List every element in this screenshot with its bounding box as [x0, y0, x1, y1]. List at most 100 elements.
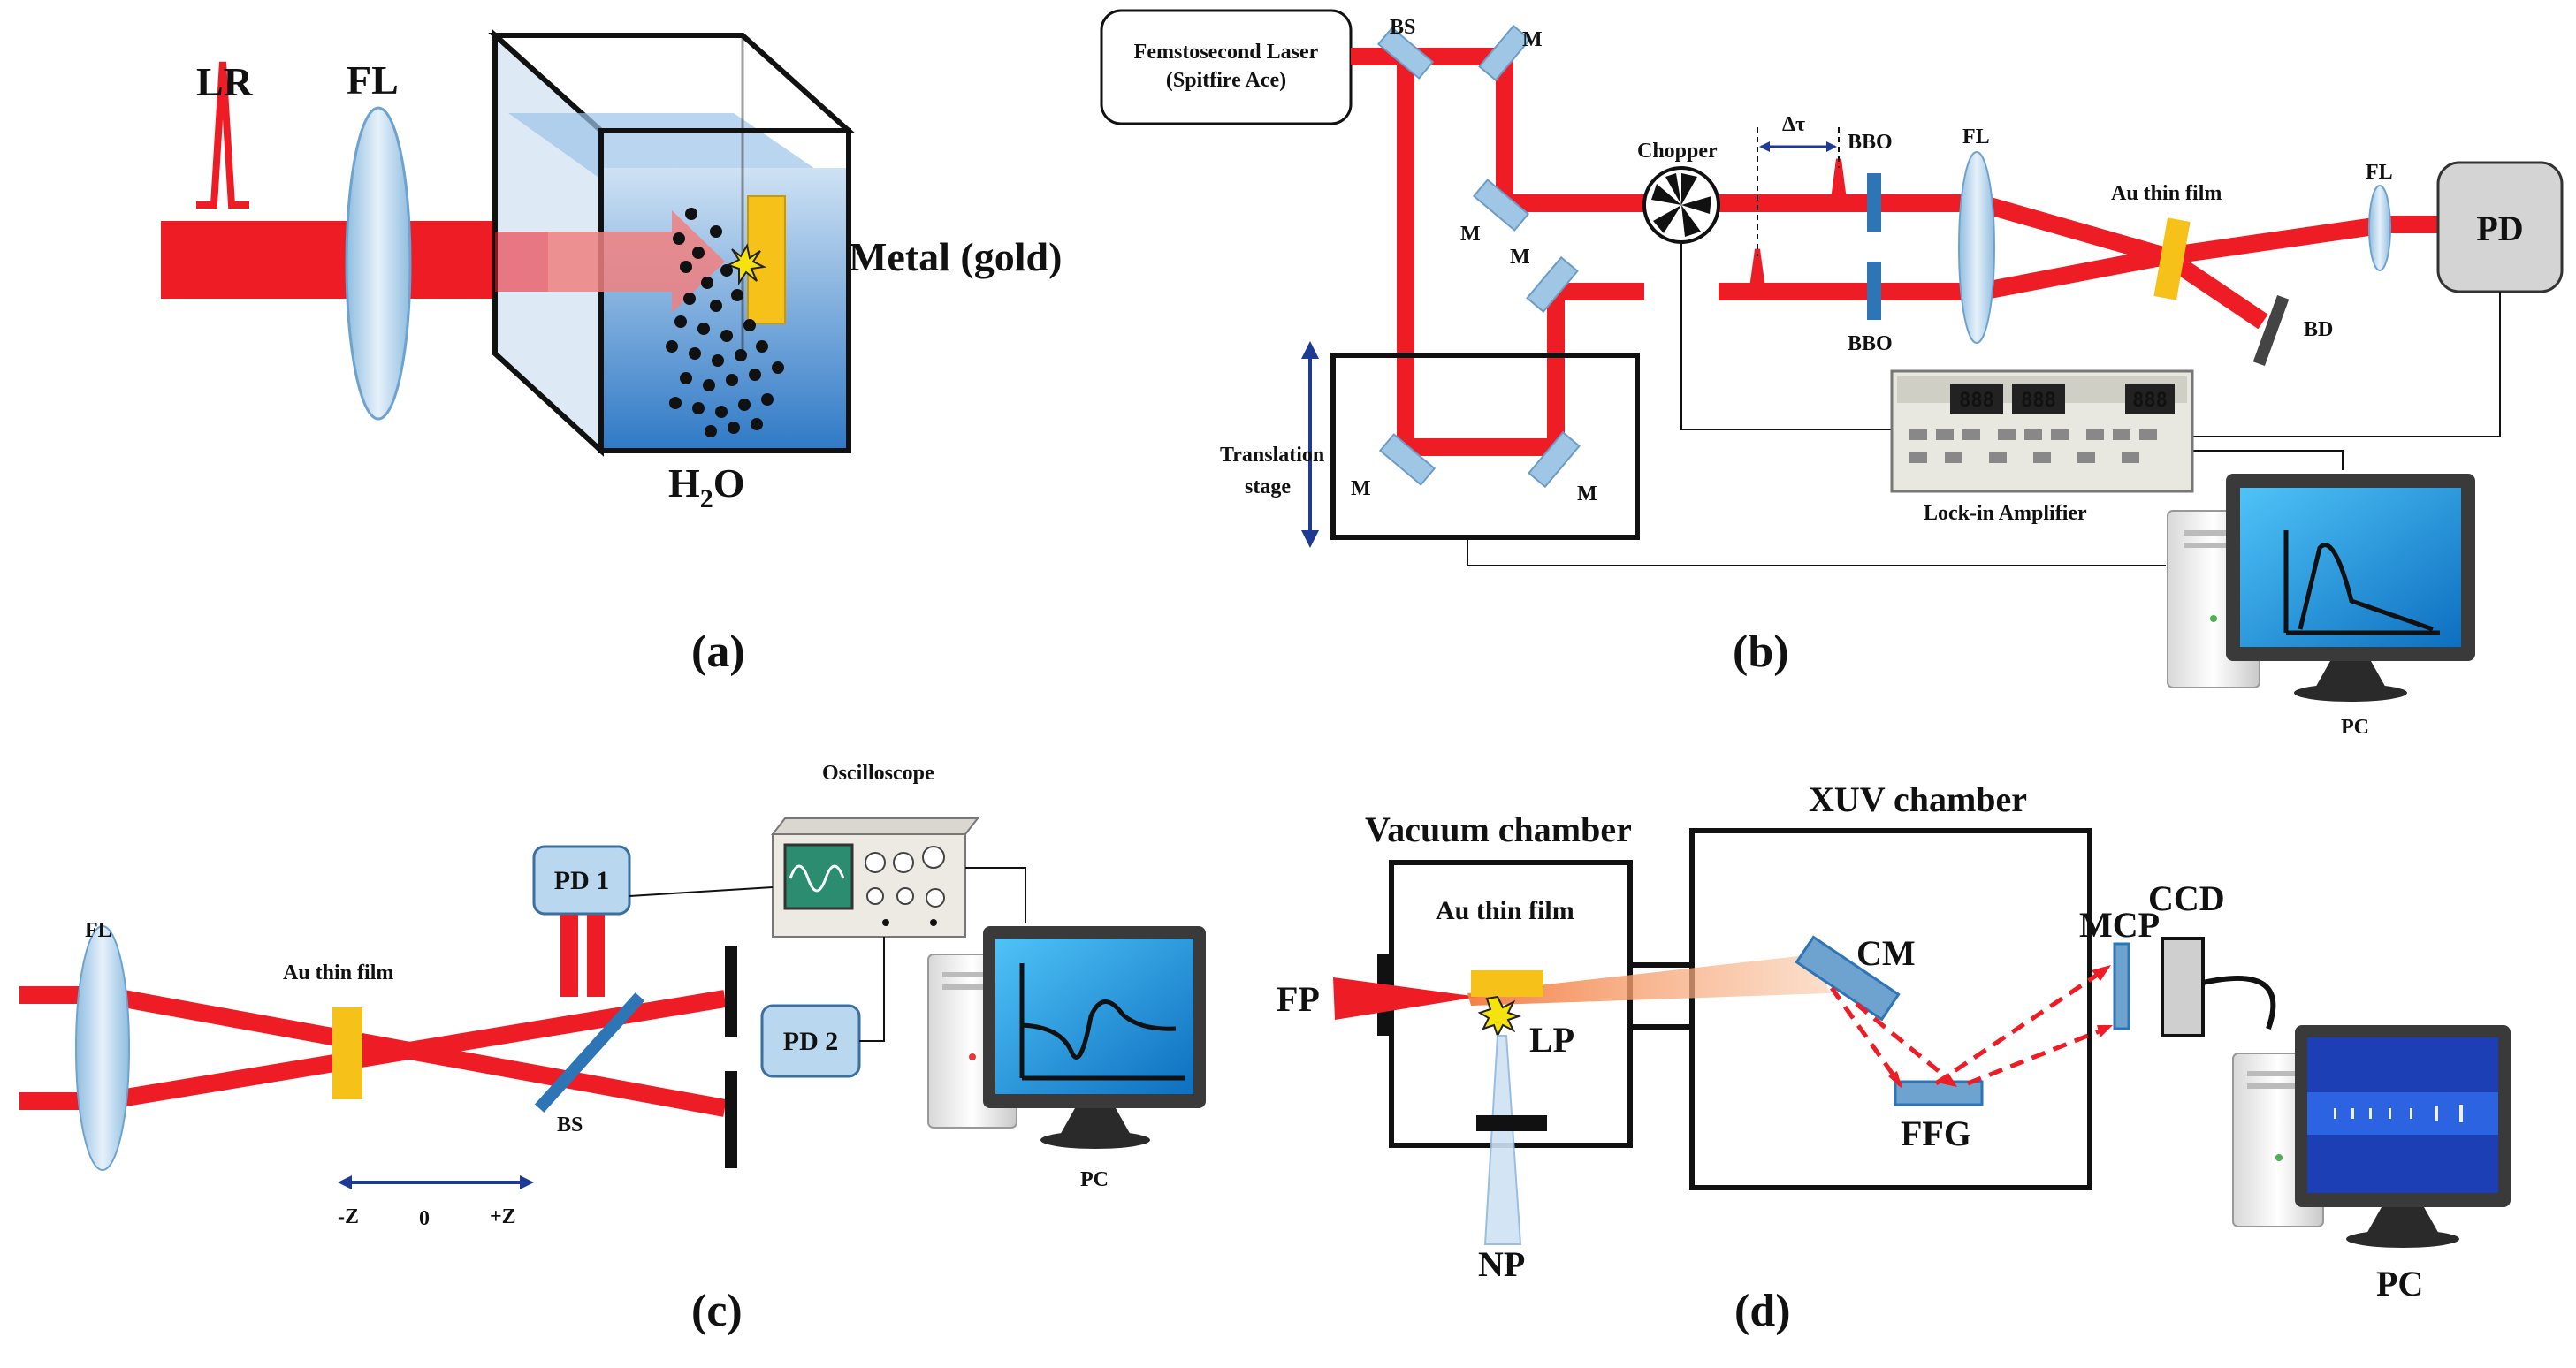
np-label: NP: [1478, 1244, 1525, 1284]
ffg-label: FFG: [1901, 1113, 1971, 1153]
pc-c-label: PC: [1080, 1168, 1109, 1191]
m3-label: M: [1510, 246, 1530, 269]
cube-front: [598, 128, 851, 453]
mcp-label: MCP: [2079, 905, 2160, 945]
pd2-label: PD 2: [783, 1027, 839, 1056]
mirror-2: [1472, 179, 1530, 232]
z-axis: [338, 1175, 534, 1189]
bbo-lower: [1867, 262, 1881, 320]
mcp-detector: [2113, 942, 2130, 1030]
oscilloscope: [770, 817, 980, 938]
panel-d: Vacuum chamber XUV chamber FP Au thin fi…: [1277, 779, 2511, 1336]
wires-c: [629, 867, 1026, 1042]
laser-pulse-icon: [196, 61, 249, 209]
xuv-rays: [1829, 968, 2107, 1087]
lens-b2-label: FL: [2366, 161, 2393, 184]
fp-label: FP: [1277, 979, 1320, 1019]
focusing-lens: [345, 106, 412, 421]
stage-arrow-up-icon: [1301, 341, 1319, 359]
focused-pulse: [1333, 977, 1478, 1020]
m1-label: M: [1522, 28, 1543, 51]
delay-arrow-left-icon: [1759, 141, 1770, 152]
z-zero-label: 0: [419, 1207, 430, 1230]
target-label: Metal (gold): [849, 234, 1062, 279]
xuv-chamber-label: XUV chamber: [1809, 779, 2027, 819]
pc-d-label: PC: [2376, 1264, 2423, 1303]
chopper-label: Chopper: [1637, 140, 1718, 163]
lens-c-label: FL: [85, 919, 112, 942]
plasma-plume: [1467, 954, 1830, 1006]
panel-a: LR FL Metal (gold) H2O: [161, 29, 1062, 677]
ray-arrow-2-icon: [1941, 1073, 1957, 1087]
vacuum-chamber-label: Vacuum chamber: [1365, 809, 1632, 849]
bs-label: BS: [1390, 16, 1415, 39]
scope-label: Oscilloscope: [822, 762, 934, 785]
stage-label-1: Translation: [1220, 444, 1324, 467]
lockin-label: Lock-in Amplifier: [1924, 502, 2087, 525]
delay-arrow-right-icon: [1826, 141, 1837, 152]
z-minus-label: -Z: [338, 1205, 359, 1228]
ccd-camera: [2161, 937, 2205, 1037]
svg-text:888: 888: [2132, 390, 2168, 412]
pc-d: [2232, 1025, 2511, 1248]
nanosecond-beam: [1483, 1035, 1522, 1245]
lock-in-amplifier: 888 888 888: [1890, 369, 2194, 493]
pd-label: PD: [2476, 209, 2523, 248]
ray-arrow-3-icon: [2092, 965, 2111, 981]
flat-field-grating: [1894, 1080, 1984, 1106]
ablation-spark-icon: [726, 243, 767, 286]
svg-text:888: 888: [1959, 390, 1994, 412]
lens-b-label: FL: [1962, 125, 1990, 148]
beam-dump: [2252, 295, 2290, 366]
m5-label: M: [1577, 483, 1597, 505]
bbo-upper: [1867, 173, 1881, 232]
pulse-upper-icon: [1821, 158, 1856, 202]
laser-label: LR: [196, 59, 254, 104]
chopper-blades-icon: [1651, 173, 1711, 237]
mirror-3: [1526, 255, 1579, 314]
beam-splitter: [1376, 27, 1435, 80]
au-film-c-label: Au thin film: [283, 961, 393, 984]
focusing-lens-c: [75, 925, 130, 1171]
lower-window: [1476, 1115, 1547, 1131]
panel-b: Femstosecond Laser (Spitfire Ace) BS M M…: [1100, 9, 2564, 739]
laser-box-line1: Femstosecond Laser: [1134, 41, 1319, 64]
caption-b: (b): [1733, 627, 1789, 677]
ccd-label: CCD: [2148, 878, 2225, 918]
caption-d: (d): [1734, 1286, 1791, 1336]
wires-b: [1467, 242, 2501, 566]
mirrors: [1376, 24, 1581, 489]
curved-mirror: [1795, 935, 1901, 1022]
lp-label: LP: [1529, 1020, 1574, 1060]
ccd-cable: [2202, 975, 2276, 1030]
stage-label-2: stage: [1245, 475, 1291, 498]
svg-text:888: 888: [2021, 390, 2056, 412]
beam-splitter-c: [534, 992, 645, 1113]
laser-box-line2: (Spitfire Ace): [1166, 69, 1286, 92]
lens-label: FL: [347, 57, 399, 103]
focusing-lens-b: [1958, 151, 1995, 344]
focusing-lens-b2: [2368, 185, 2391, 271]
m4-label: M: [1351, 477, 1371, 500]
pc-c: [927, 926, 1206, 1149]
ablation-spark-d-icon: [1477, 995, 1522, 1038]
ray-arrow-4-icon: [2097, 1025, 2113, 1037]
translation-stage: [1330, 353, 1640, 540]
liquid-label: H2O: [668, 460, 745, 513]
mirror-4: [1378, 433, 1437, 486]
nanoparticles: [666, 208, 784, 437]
delay-label: Δτ: [1782, 113, 1805, 136]
beam-entry: [495, 232, 548, 292]
au-film-d-label: Au thin film: [1436, 896, 1574, 925]
xuv-chamber: [1689, 828, 2092, 1190]
caption-a: (a): [691, 627, 745, 677]
water-volume: [601, 168, 849, 451]
pd1-box: [532, 845, 631, 916]
au-thin-film-c: [332, 1007, 362, 1099]
cm-label: CM: [1856, 933, 1916, 973]
mirror-1: [1478, 24, 1531, 82]
bd-label: BD: [2304, 318, 2333, 341]
ray-arrow-1-icon: [1888, 1071, 1902, 1089]
bbo-upper-label: BBO: [1848, 131, 1893, 154]
panel-c: FL Au thin film BS PD 1 PD 2 -Z 0 +Z: [19, 762, 1206, 1336]
